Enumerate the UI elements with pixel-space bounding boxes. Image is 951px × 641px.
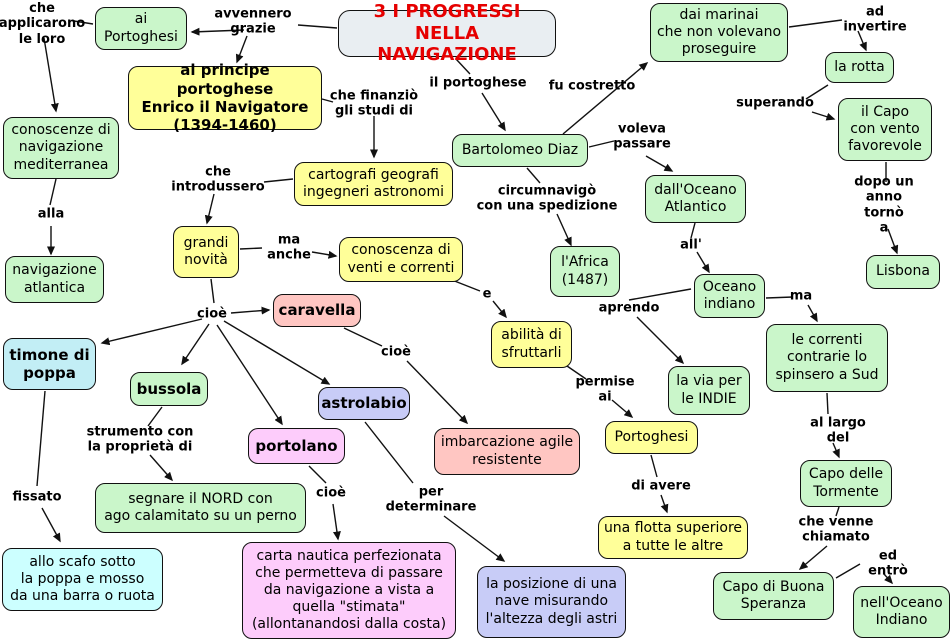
label-che-venne-chiamato: che venne chiamato: [798, 514, 874, 545]
label-che-finanzio: che finanziò gli studi di: [329, 88, 419, 119]
label-per-determinare: per determinare: [385, 484, 477, 515]
node-portoghesi: Portoghesi: [605, 421, 698, 454]
node-il-capo: il Capo con vento favorevole: [838, 98, 932, 161]
node-conoscenza-venti: conoscenza di venti e correnti: [339, 237, 463, 282]
label-fu-costretto: fu costretto: [548, 78, 636, 94]
label-il-portoghese: il portoghese: [429, 75, 527, 91]
node-grandi-novita: grandi novità: [173, 226, 239, 278]
label-avvennero-grazie: avvennero grazie: [214, 6, 292, 37]
label-e: e: [482, 286, 492, 302]
node-correnti-sud: le correnti contrarie lo spinsero a Sud: [766, 324, 888, 392]
node-conoscenze-mediterranea: conoscenze di navigazione mediterranea: [3, 117, 119, 179]
node-via-per-le-indie: la via per le INDIE: [668, 366, 750, 415]
node-la-rotta: la rotta: [825, 52, 894, 83]
label-dopo-un-anno: dopo un anno tornò a: [854, 174, 914, 236]
node-al-principe: al principe portoghese Enrico il Navigat…: [128, 61, 322, 134]
label-fissato: fissato: [12, 489, 62, 505]
node-dall-oceano-atlantico: dall'Oceano Atlantico: [645, 175, 746, 223]
node-flotta-superiore: una flotta superiore a tutte le altre: [598, 516, 748, 559]
label-che-introdussero: che introdussero: [171, 164, 265, 195]
node-oceano-indiano: Oceano indiano: [694, 274, 765, 318]
node-portolano: portolano: [248, 428, 345, 464]
label-permise-ai: permise ai: [575, 374, 635, 405]
node-abilita-sfruttarli: abilità di sfruttarli: [491, 321, 572, 368]
label-cioe-2: cioè: [381, 344, 411, 360]
node-bartolomeo-diaz: Bartolomeo Diaz: [452, 134, 588, 167]
label-voleva-passare: voleva passare: [613, 121, 671, 152]
label-ad-invertire: ad invertire: [843, 4, 907, 35]
node-segnare-nord: segnare il NORD con ago calamitato su un…: [95, 483, 306, 533]
node-africa-1487: l'Africa (1487): [550, 246, 620, 297]
label-circumnavigo: circumnavigò con una spedizione: [476, 183, 618, 214]
label-che-applicarono: che applicarono le loro: [0, 1, 86, 47]
label-di-avere: di avere: [631, 478, 691, 494]
node-astrolabio: astrolabio: [318, 387, 410, 420]
node-navigazione-atlantica: navigazione atlantica: [5, 256, 104, 303]
node-posizione-nave: la posizione di una nave misurando l'alt…: [477, 566, 626, 638]
label-all: all': [680, 237, 702, 253]
node-capo-buona-speranza: Capo di Buona Speranza: [713, 572, 834, 620]
label-al-largo-del: al largo del: [810, 415, 866, 446]
label-alla: alla: [37, 206, 65, 222]
node-carta-nautica: carta nautica perfezionata che permettev…: [242, 542, 456, 639]
label-superando: superando: [736, 95, 814, 111]
node-caravella: caravella: [273, 294, 361, 327]
node-cartografi: cartografi geografi ingegneri astronomi: [294, 162, 453, 206]
node-imbarcazione: imbarcazione agile resistente: [434, 428, 580, 475]
label-ma-anche: ma anche: [267, 232, 311, 263]
node-title: 3 I PROGRESSI NELLA NAVIGAZIONE: [338, 1, 556, 65]
node-lisbona: Lisbona: [866, 255, 940, 289]
node-capo-delle-tormente: Capo delle Tormente: [800, 460, 892, 507]
label-ma: ma: [789, 288, 813, 304]
node-nell-oceano-indiano: nell'Oceano Indiano: [853, 586, 950, 638]
label-aprendo: aprendo: [598, 300, 660, 316]
node-ai-portoghesi: ai Portoghesi: [95, 7, 187, 50]
node-allo-scafo: allo scafo sotto la poppa e mosso da una…: [2, 548, 163, 611]
label-strumento: strumento con la proprietà di: [86, 424, 194, 455]
node-timone-di-poppa: timone di poppa: [3, 338, 96, 390]
label-ed-entro: ed entrò: [868, 548, 908, 579]
label-cioe-1: cioè: [197, 306, 227, 322]
node-bussola: bussola: [130, 372, 208, 406]
node-dai-marinai: dai marinai che non volevano proseguire: [650, 3, 788, 62]
label-cioe-3: cioè: [316, 485, 346, 501]
